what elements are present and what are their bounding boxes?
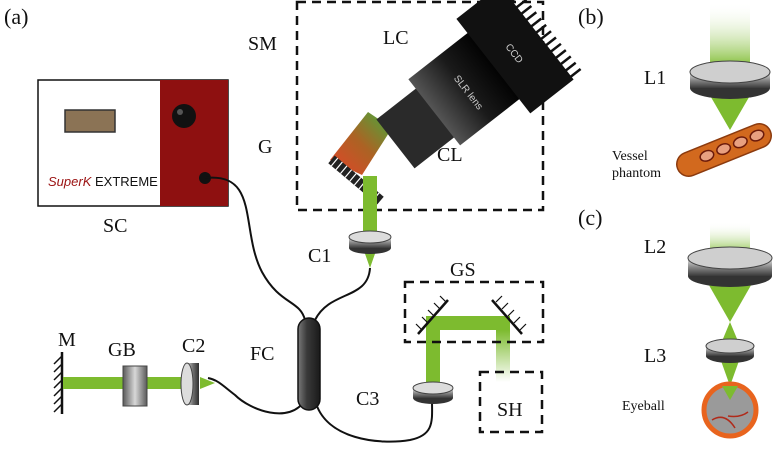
lens-l2: [687, 246, 773, 287]
fiber-c1: [314, 267, 371, 321]
eyeball: [701, 381, 759, 439]
camera-lens-front: [376, 82, 462, 169]
label-g: G: [258, 136, 272, 158]
source-brand: SuperK EXTREME: [48, 174, 158, 189]
label-eyeball: Eyeball: [622, 399, 665, 414]
collimator-c3: [412, 381, 454, 404]
collimator-c2: [180, 362, 199, 406]
beam-galvo-horizontal: [426, 316, 510, 330]
lens-l3: [705, 338, 755, 363]
panel-b-label: (b): [578, 4, 604, 29]
label-c1: C1: [308, 245, 331, 267]
vessel-phantom: [676, 123, 772, 177]
label-sc: SC: [103, 215, 127, 237]
label-m: M: [58, 329, 76, 351]
galvo-scanner-box: [403, 280, 545, 344]
line-camera: CCD SLR lens: [376, 0, 582, 169]
label-vessel-1: Vessel: [612, 149, 648, 164]
sample-holder-box: [478, 370, 544, 434]
beam-l1-focus: [708, 92, 752, 130]
label-sh: SH: [497, 399, 523, 421]
optical-fibers: [204, 176, 434, 443]
dispersed-light: [330, 112, 392, 175]
spectrometer-box: [295, 0, 545, 212]
beam-galvo-down: [496, 330, 510, 382]
fiber-c3: [314, 399, 434, 443]
galvo-mirror-right: [491, 295, 527, 335]
label-gs: GS: [450, 259, 476, 281]
beam-l1-in: [710, 2, 750, 68]
label-l2: L2: [644, 236, 666, 258]
source-display: [64, 109, 116, 133]
panel-c-label: (c): [578, 205, 602, 230]
glass-block-gb: [122, 365, 148, 407]
label-sm: SM: [248, 33, 277, 55]
camera-lens-body: [408, 29, 524, 146]
fiber-c2: [207, 377, 306, 415]
galvo-mirror-left: [415, 295, 449, 335]
panel-a-label: (a): [4, 4, 28, 29]
beam-c2-focus: [200, 377, 215, 389]
ccd-body: [456, 0, 574, 114]
label-cl: CL: [437, 144, 463, 166]
label-c3: C3: [356, 388, 379, 410]
beam-c3-up: [426, 330, 440, 390]
fiber-source: [204, 176, 306, 321]
lens-l1: [689, 60, 771, 99]
collimator-c1: [348, 230, 392, 254]
beam-l3-focus: [720, 358, 740, 386]
label-lc: LC: [383, 27, 409, 49]
source-knob: [172, 104, 196, 128]
ccd-heatsink-fins: [509, 0, 582, 79]
beam-grating-c1: [363, 176, 377, 232]
light-source-superk: SuperK EXTREME: [37, 79, 229, 207]
label-l1: L1: [644, 67, 666, 89]
label-l3: L3: [644, 345, 666, 367]
mirror-m: [53, 352, 64, 414]
label-vessel-2: phantom: [612, 166, 661, 181]
label-fc: FC: [250, 343, 274, 365]
beam-l2-focus: [706, 280, 754, 322]
label-c2: C2: [182, 335, 205, 357]
label-gb: GB: [108, 339, 136, 361]
fiber-coupler: [297, 317, 321, 411]
